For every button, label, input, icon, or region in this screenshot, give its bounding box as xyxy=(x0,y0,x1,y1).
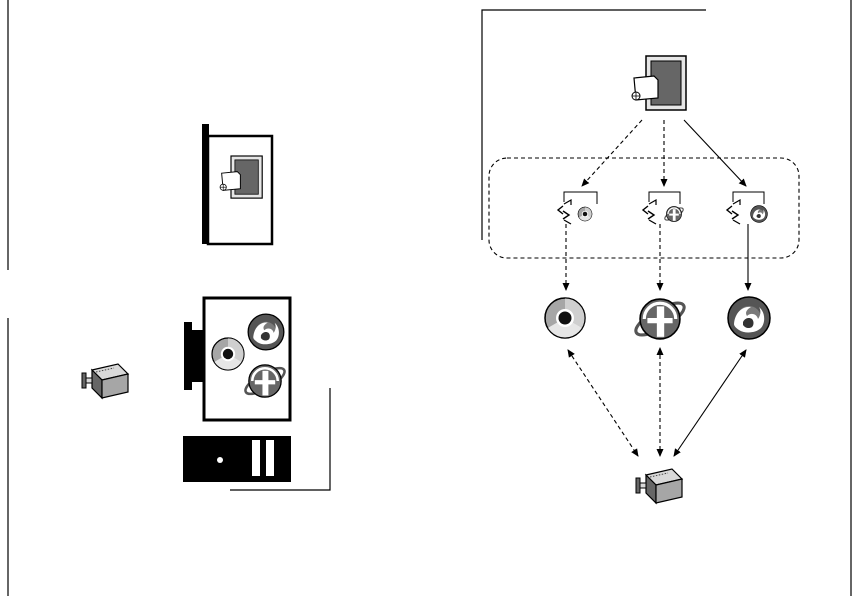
left-panel xyxy=(8,0,330,596)
server-icon xyxy=(636,469,682,503)
document-on-tablet-icon xyxy=(632,56,686,110)
drive-bay-2 xyxy=(266,440,274,476)
arrow-chrome-server xyxy=(568,350,638,456)
firefox-adapter-icon xyxy=(727,192,767,224)
adapter-group-box xyxy=(489,158,799,258)
chrome-icon xyxy=(545,298,585,338)
monitor-bezel xyxy=(184,322,192,390)
power-button xyxy=(217,457,223,463)
monitor-stand xyxy=(192,330,204,382)
drive-bay-1 xyxy=(252,440,260,476)
tablet-device xyxy=(202,124,272,244)
firefox-icon xyxy=(728,297,770,339)
right-panel-frame xyxy=(482,10,706,240)
arrow-firefox-server xyxy=(674,350,746,456)
firefox-icon xyxy=(248,314,284,350)
right-panel xyxy=(482,0,851,596)
desktop-computer xyxy=(183,298,330,490)
arrow-source-to-chrome-adapter xyxy=(582,120,642,186)
chrome-adapter-icon xyxy=(558,192,597,224)
server-icon xyxy=(82,364,128,398)
chrome-icon xyxy=(212,338,244,370)
computer-tower xyxy=(183,436,291,482)
arrow-source-to-firefox-adapter xyxy=(684,120,746,186)
internet-explorer-icon xyxy=(632,297,689,341)
ie-adapter-icon xyxy=(643,192,685,224)
